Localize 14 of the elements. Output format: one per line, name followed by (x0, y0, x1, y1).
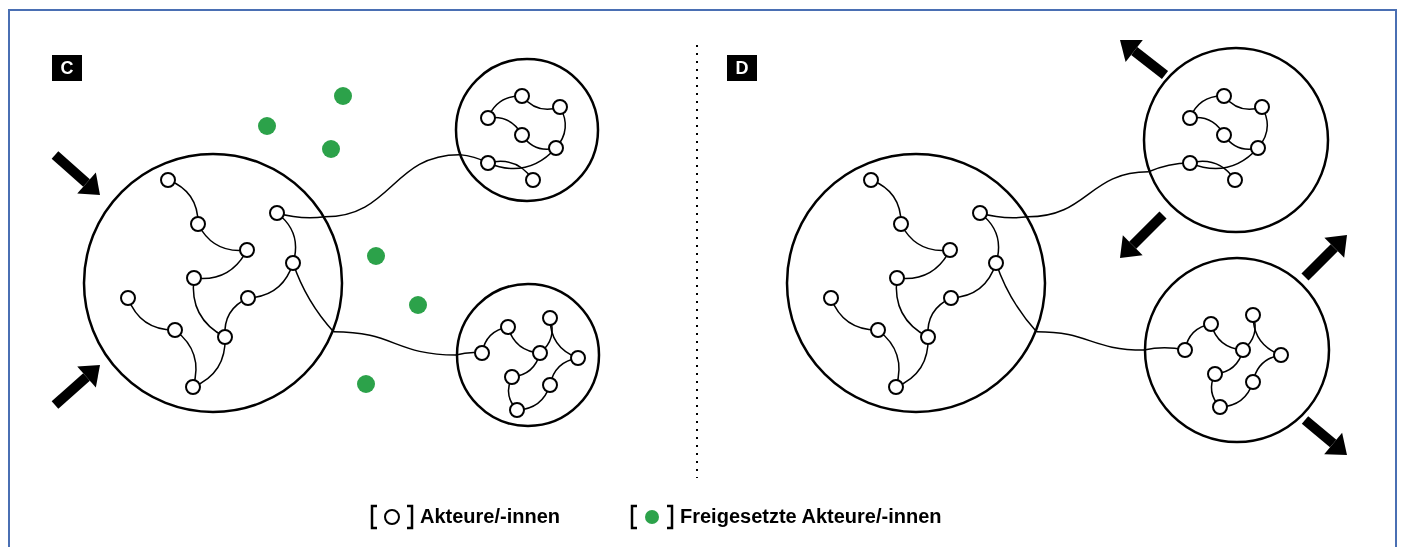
group-circle (784, 151, 1048, 415)
panel-label: C (52, 55, 82, 81)
connector-line (1027, 171, 1150, 218)
connector-line (324, 153, 461, 218)
connector-line (1035, 330, 1145, 351)
legend-text: Akteure/-innen (420, 505, 561, 528)
group-circle (1142, 255, 1332, 445)
group-circle (81, 151, 345, 415)
panel-label: D (727, 55, 757, 81)
connector-line (332, 330, 457, 356)
group-circle (1141, 45, 1331, 235)
group-circle (454, 281, 602, 429)
legend-text: Freigesetzte Akteure/-innen (680, 505, 942, 528)
group-circle (453, 56, 601, 204)
